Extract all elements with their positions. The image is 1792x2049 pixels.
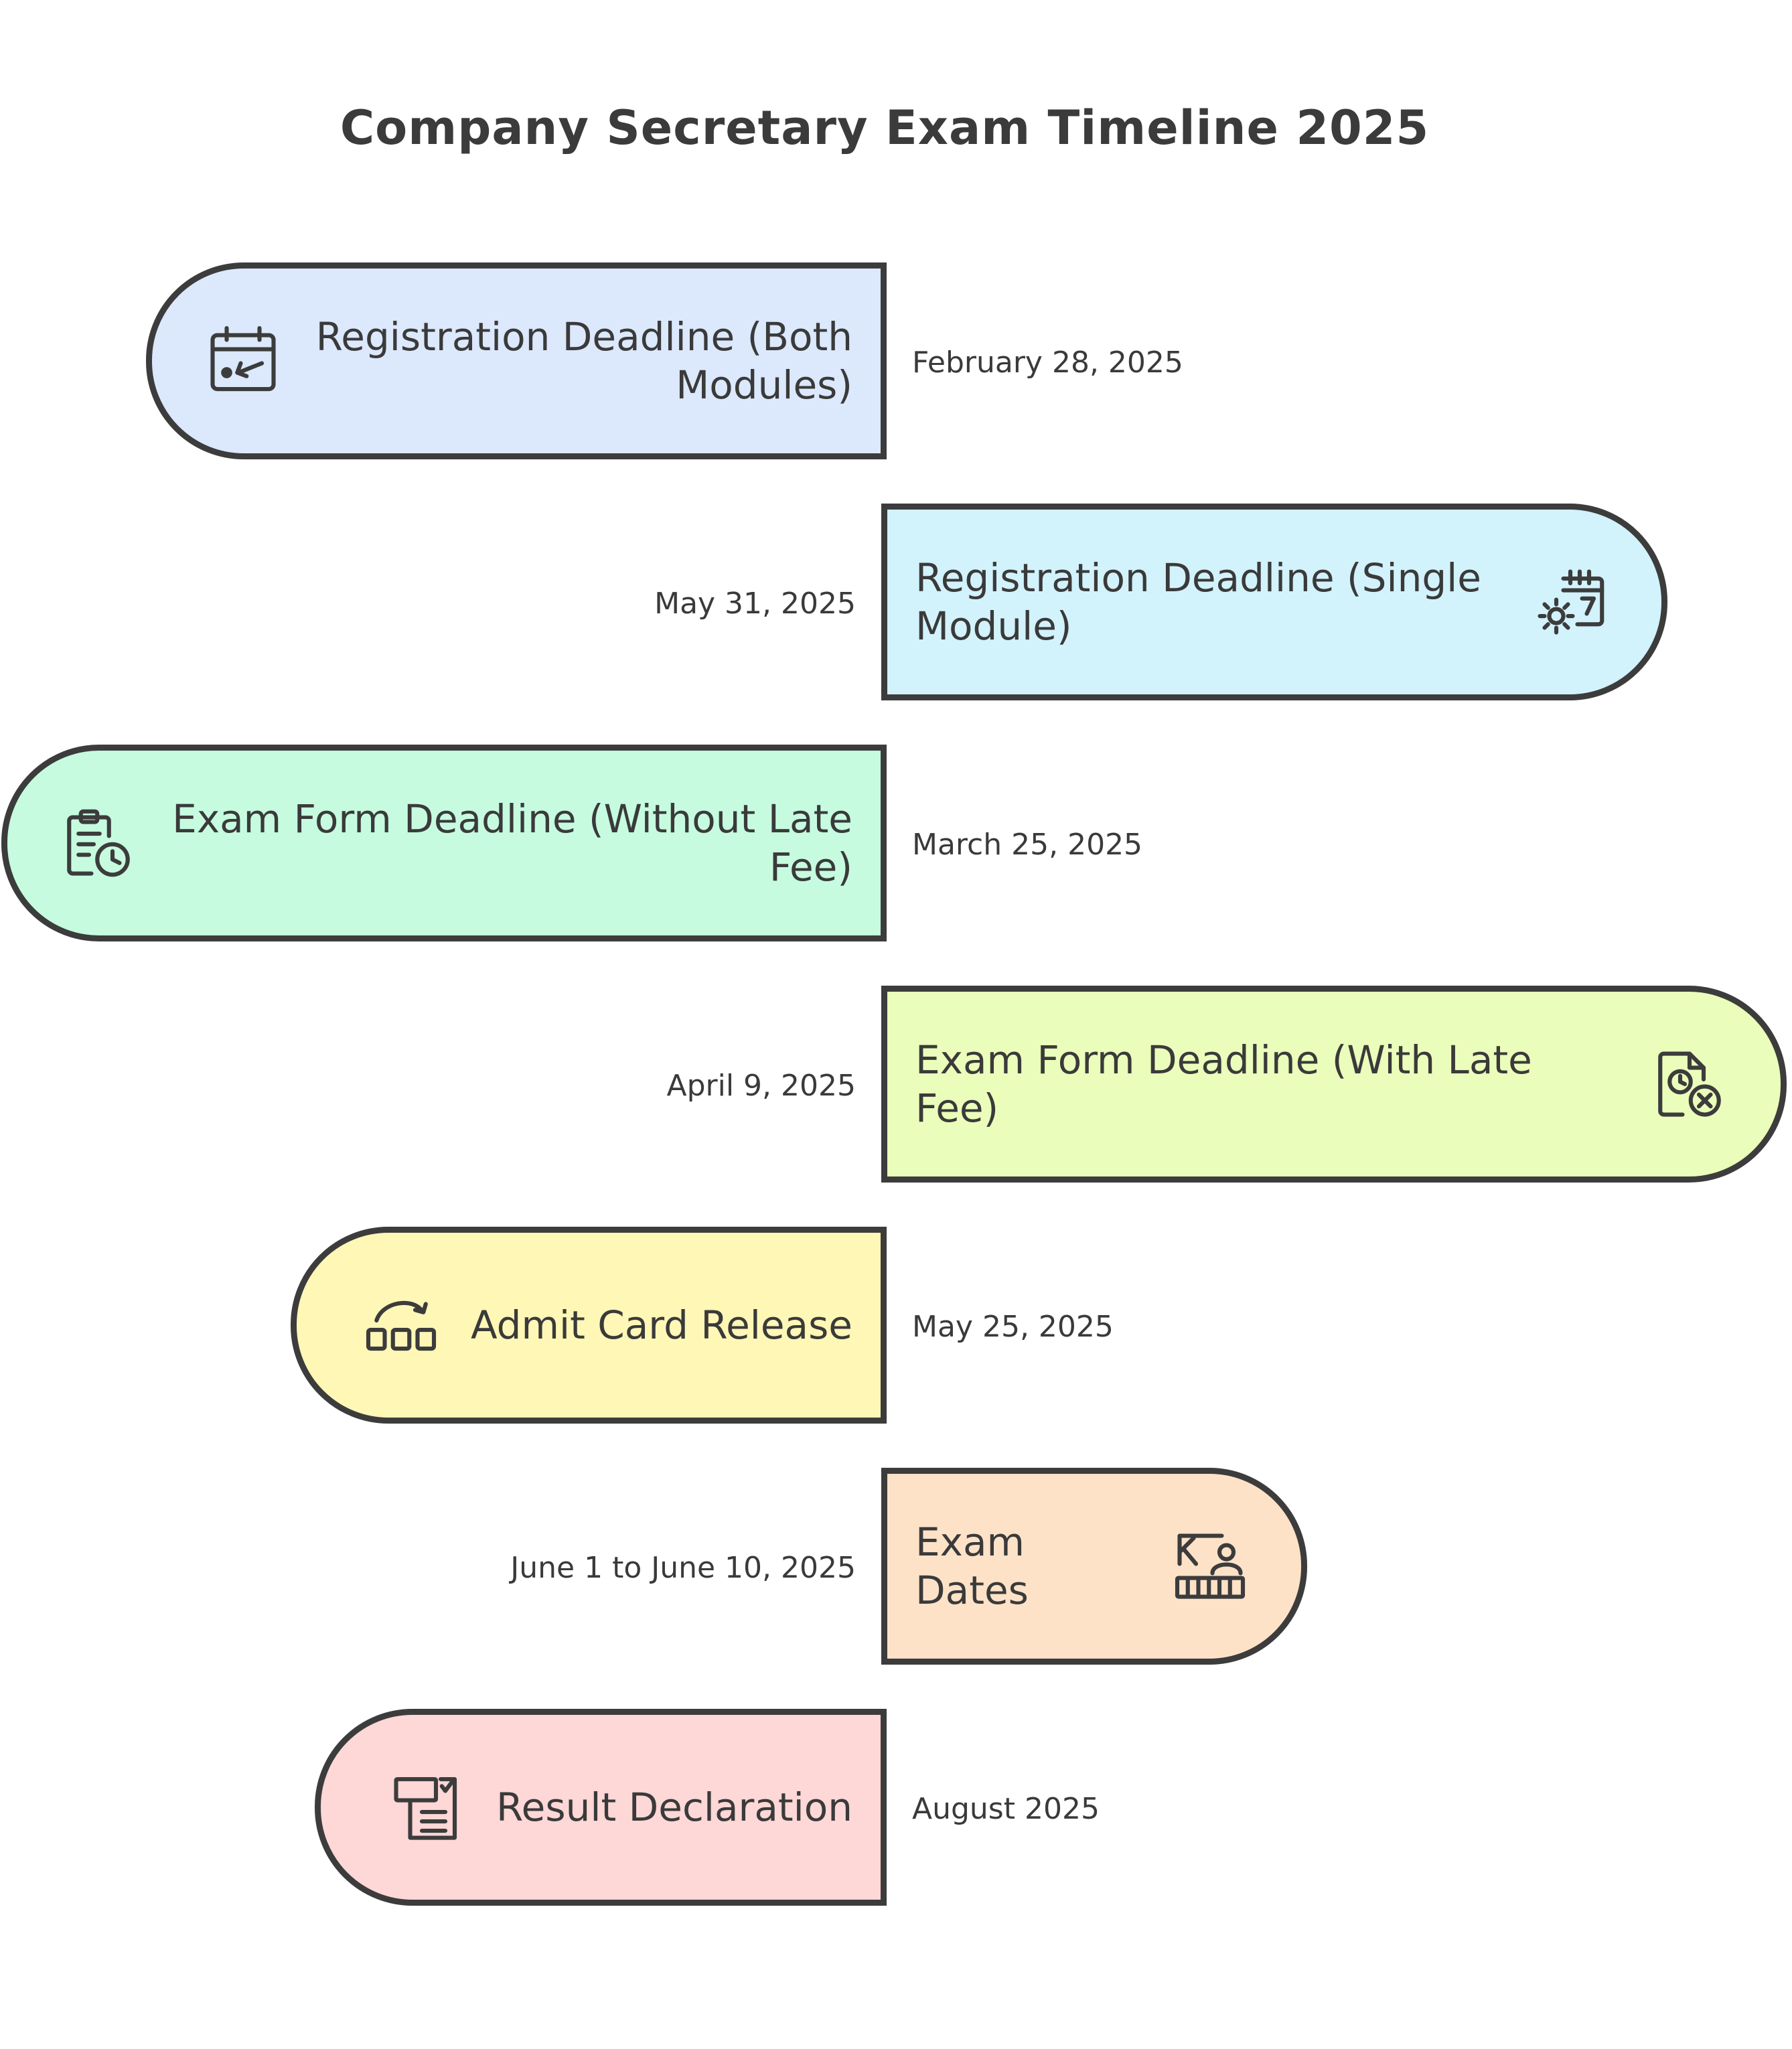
event-label: Result Declaration bbox=[496, 1785, 852, 1830]
event-pill-result-declaration: Result Declaration bbox=[315, 1709, 887, 1906]
event-label: Exam Form Deadline (With Late Fee) bbox=[915, 1037, 1532, 1131]
event-date: May 25, 2025 bbox=[912, 1310, 1114, 1344]
event-label: Admit Card Release bbox=[470, 1302, 852, 1348]
result-document-icon bbox=[389, 1770, 464, 1845]
event-pill-exam-form-with-late-fee: Exam Form Deadline (With Late Fee) bbox=[881, 986, 1787, 1183]
event-pill-registration-both: Registration Deadline (Both Modules) bbox=[146, 262, 887, 459]
event-pill-registration-single: Registration Deadline (Single Module) bbox=[881, 504, 1667, 700]
calendar-gear-icon bbox=[1533, 564, 1608, 639]
event-date: August 2025 bbox=[912, 1792, 1100, 1826]
event-date: May 31, 2025 bbox=[654, 587, 856, 621]
boxes-arrow-icon bbox=[364, 1288, 439, 1363]
clipboard-clock-icon bbox=[61, 806, 136, 881]
event-date: April 9, 2025 bbox=[666, 1069, 856, 1103]
calendar-arrow-icon bbox=[206, 323, 281, 398]
event-date: February 28, 2025 bbox=[912, 346, 1183, 380]
event-date: June 1 to June 10, 2025 bbox=[510, 1551, 856, 1585]
event-pill-exam-dates: Exam Dates bbox=[881, 1468, 1307, 1665]
event-date: March 25, 2025 bbox=[912, 828, 1143, 862]
event-pill-exam-form-without-late-fee: Exam Form Deadline (Without Late Fee) bbox=[1, 745, 887, 941]
event-pill-admit-card: Admit Card Release bbox=[291, 1227, 887, 1424]
file-clock-x-icon bbox=[1652, 1047, 1727, 1122]
classroom-teacher-icon bbox=[1173, 1529, 1248, 1604]
event-label: Registration Deadline (Both Modules) bbox=[315, 314, 852, 408]
event-label: Registration Deadline (Single Module) bbox=[915, 555, 1481, 649]
event-label: Exam Form Deadline (Without Late Fee) bbox=[172, 796, 852, 890]
event-label: Exam Dates bbox=[915, 1519, 1029, 1613]
diagram-title: Company Secretary Exam Timeline 2025 bbox=[340, 100, 1430, 155]
